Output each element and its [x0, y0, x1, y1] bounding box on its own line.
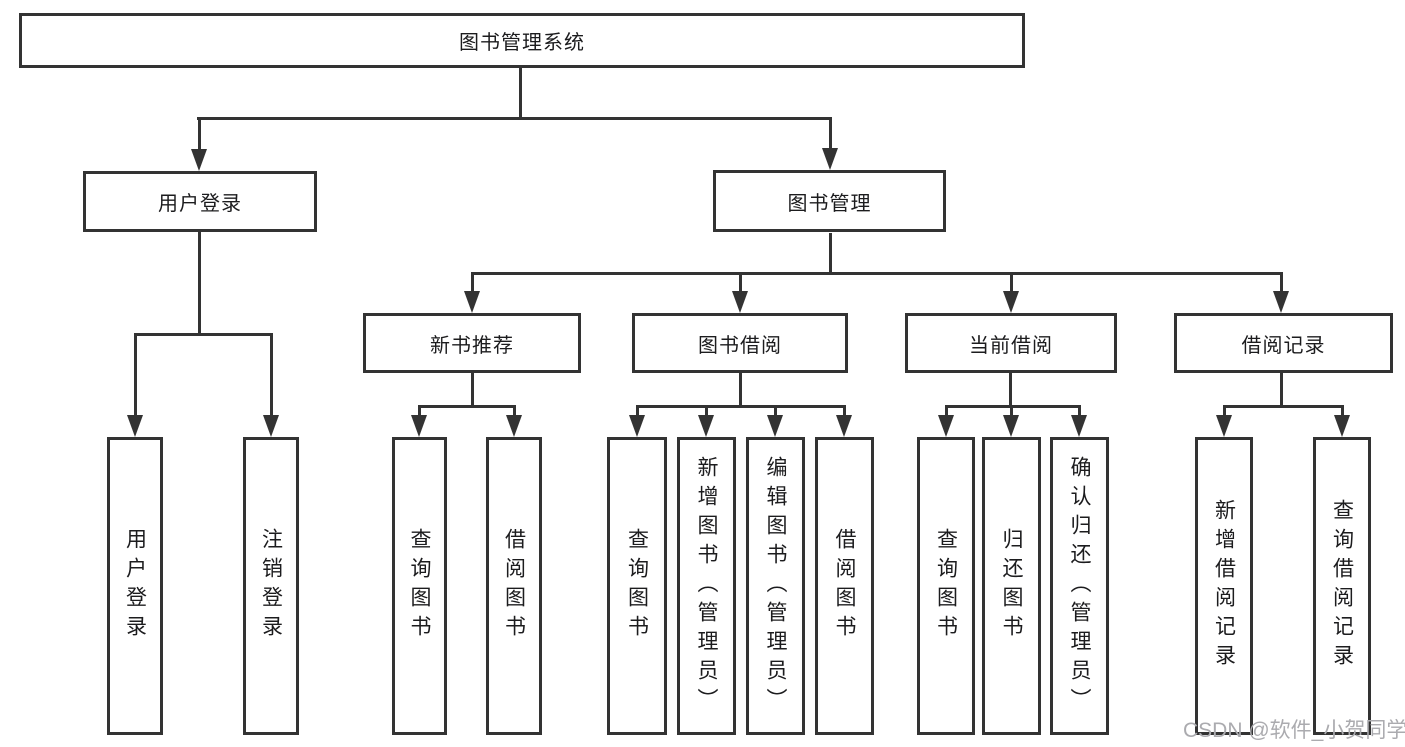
connector-root-rail: [197, 117, 832, 120]
node-leaf-query-borrow-record: 查询借阅记录: [1313, 437, 1371, 735]
arrow-down-icon: [1273, 291, 1289, 313]
connector-to-borrow-records: [1280, 272, 1283, 293]
connector-borrow-records-rail: [1223, 405, 1344, 408]
connector-new-book-stub: [471, 373, 474, 408]
node-borrow-records-label: 借阅记录: [1241, 334, 1326, 357]
node-leaf-edit-books-admin: 编辑图书（管理员）: [746, 437, 805, 735]
arrow-down-icon: [1334, 415, 1350, 437]
arrow-down-icon: [1003, 415, 1019, 437]
leaf-label: 归还图书: [1000, 528, 1024, 644]
csdn-watermark: CSDN @软件_小贺同学: [1183, 719, 1405, 742]
node-leaf-borrow-books: 借阅图书: [815, 437, 874, 735]
leaf-label: 查询借阅记录: [1330, 499, 1354, 673]
node-root: 图书管理系统: [19, 13, 1025, 68]
node-user-login-label: 用户登录: [158, 193, 242, 215]
node-root-label: 图书管理系统: [459, 32, 585, 54]
arrow-down-icon: [1071, 415, 1087, 437]
node-book-borrow: 图书借阅: [632, 313, 848, 373]
connector-leaf: [705, 405, 708, 417]
connector-borrow-records-stub: [1280, 373, 1283, 408]
leaf-label: 用户登录: [123, 528, 147, 644]
connector-leaf: [843, 405, 846, 417]
arrow-down-icon: [767, 415, 783, 437]
connector-to-user-login: [198, 117, 201, 151]
arrow-down-icon: [822, 148, 838, 170]
arrow-down-icon: [191, 149, 207, 171]
node-user-login: 用户登录: [83, 171, 317, 232]
node-book-management: 图书管理: [713, 170, 946, 232]
node-book-management-label: 图书管理: [787, 192, 872, 215]
leaf-label: 注销登录: [259, 528, 283, 644]
connector-current-borrow-stub: [1009, 373, 1012, 408]
node-current-borrow-label: 当前借阅: [969, 334, 1053, 357]
arrow-down-icon: [629, 415, 645, 437]
connector-root-stub: [519, 68, 522, 118]
node-leaf-query-books-current: 查询图书: [917, 437, 975, 735]
node-leaf-logout: 注销登录: [243, 437, 299, 735]
arrow-down-icon: [732, 291, 748, 313]
connector-book-borrow-stub: [739, 373, 742, 408]
connector-leaf: [1223, 405, 1226, 417]
connector-book-management-rail: [471, 272, 1283, 275]
connector-leaf: [418, 405, 421, 417]
arrow-down-icon: [1003, 291, 1019, 313]
connector-to-leaf-login: [134, 333, 137, 417]
connector-to-book-borrow: [739, 272, 742, 293]
leaf-label: 编辑图书（管理员）: [764, 455, 788, 717]
arrow-down-icon: [506, 415, 522, 437]
arrow-down-icon: [836, 415, 852, 437]
connector-leaf: [774, 405, 777, 417]
arrow-down-icon: [1216, 415, 1232, 437]
connector-new-book-rail: [418, 405, 516, 408]
connector-leaf: [1010, 405, 1013, 417]
connector-book-borrow-rail: [636, 405, 846, 408]
connector-leaf: [945, 405, 948, 417]
connector-leaf: [1341, 405, 1344, 417]
node-leaf-user-login: 用户登录: [107, 437, 163, 735]
connector-leaf: [636, 405, 639, 417]
leaf-label: 查询图书: [625, 528, 649, 644]
connector-to-book-management: [829, 117, 832, 151]
arrow-down-icon: [263, 415, 279, 437]
arrow-down-icon: [698, 415, 714, 437]
leaf-label: 新增借阅记录: [1212, 499, 1236, 673]
arrow-down-icon: [411, 415, 427, 437]
arrow-down-icon: [464, 291, 480, 313]
leaf-label: 确认归还（管理员）: [1068, 455, 1092, 717]
node-borrow-records: 借阅记录: [1174, 313, 1393, 373]
node-leaf-borrow-books-recommend: 借阅图书: [486, 437, 542, 735]
node-leaf-query-books-recommend: 查询图书: [392, 437, 447, 735]
leaf-label: 借阅图书: [833, 528, 857, 644]
node-leaf-query-books-borrow: 查询图书: [607, 437, 667, 735]
arrow-down-icon: [938, 415, 954, 437]
connector-leaf: [513, 405, 516, 417]
connector-user-login-stub: [198, 232, 201, 336]
leaf-label: 查询图书: [408, 528, 432, 644]
connector-book-management-stub: [829, 233, 832, 275]
node-book-borrow-label: 图书借阅: [698, 334, 782, 357]
connector-to-new-book-recommend: [471, 272, 474, 293]
connector-to-leaf-logout: [270, 333, 273, 417]
connector-leaf: [1078, 405, 1081, 417]
connector-user-login-rail: [134, 333, 273, 336]
node-leaf-return-books: 归还图书: [982, 437, 1041, 735]
node-leaf-confirm-return-admin: 确认归还（管理员）: [1050, 437, 1109, 735]
leaf-label: 查询图书: [934, 528, 958, 644]
arrow-down-icon: [127, 415, 143, 437]
connector-to-current-borrow: [1010, 272, 1013, 293]
node-new-book-recommend: 新书推荐: [363, 313, 581, 373]
node-leaf-add-borrow-record: 新增借阅记录: [1195, 437, 1253, 735]
connector-current-borrow-rail: [945, 405, 1081, 408]
leaf-label: 借阅图书: [502, 528, 526, 644]
node-new-book-recommend-label: 新书推荐: [430, 334, 514, 357]
node-leaf-add-books-admin: 新增图书（管理员）: [677, 437, 736, 735]
leaf-label: 新增图书（管理员）: [695, 455, 719, 717]
node-current-borrow: 当前借阅: [905, 313, 1117, 373]
